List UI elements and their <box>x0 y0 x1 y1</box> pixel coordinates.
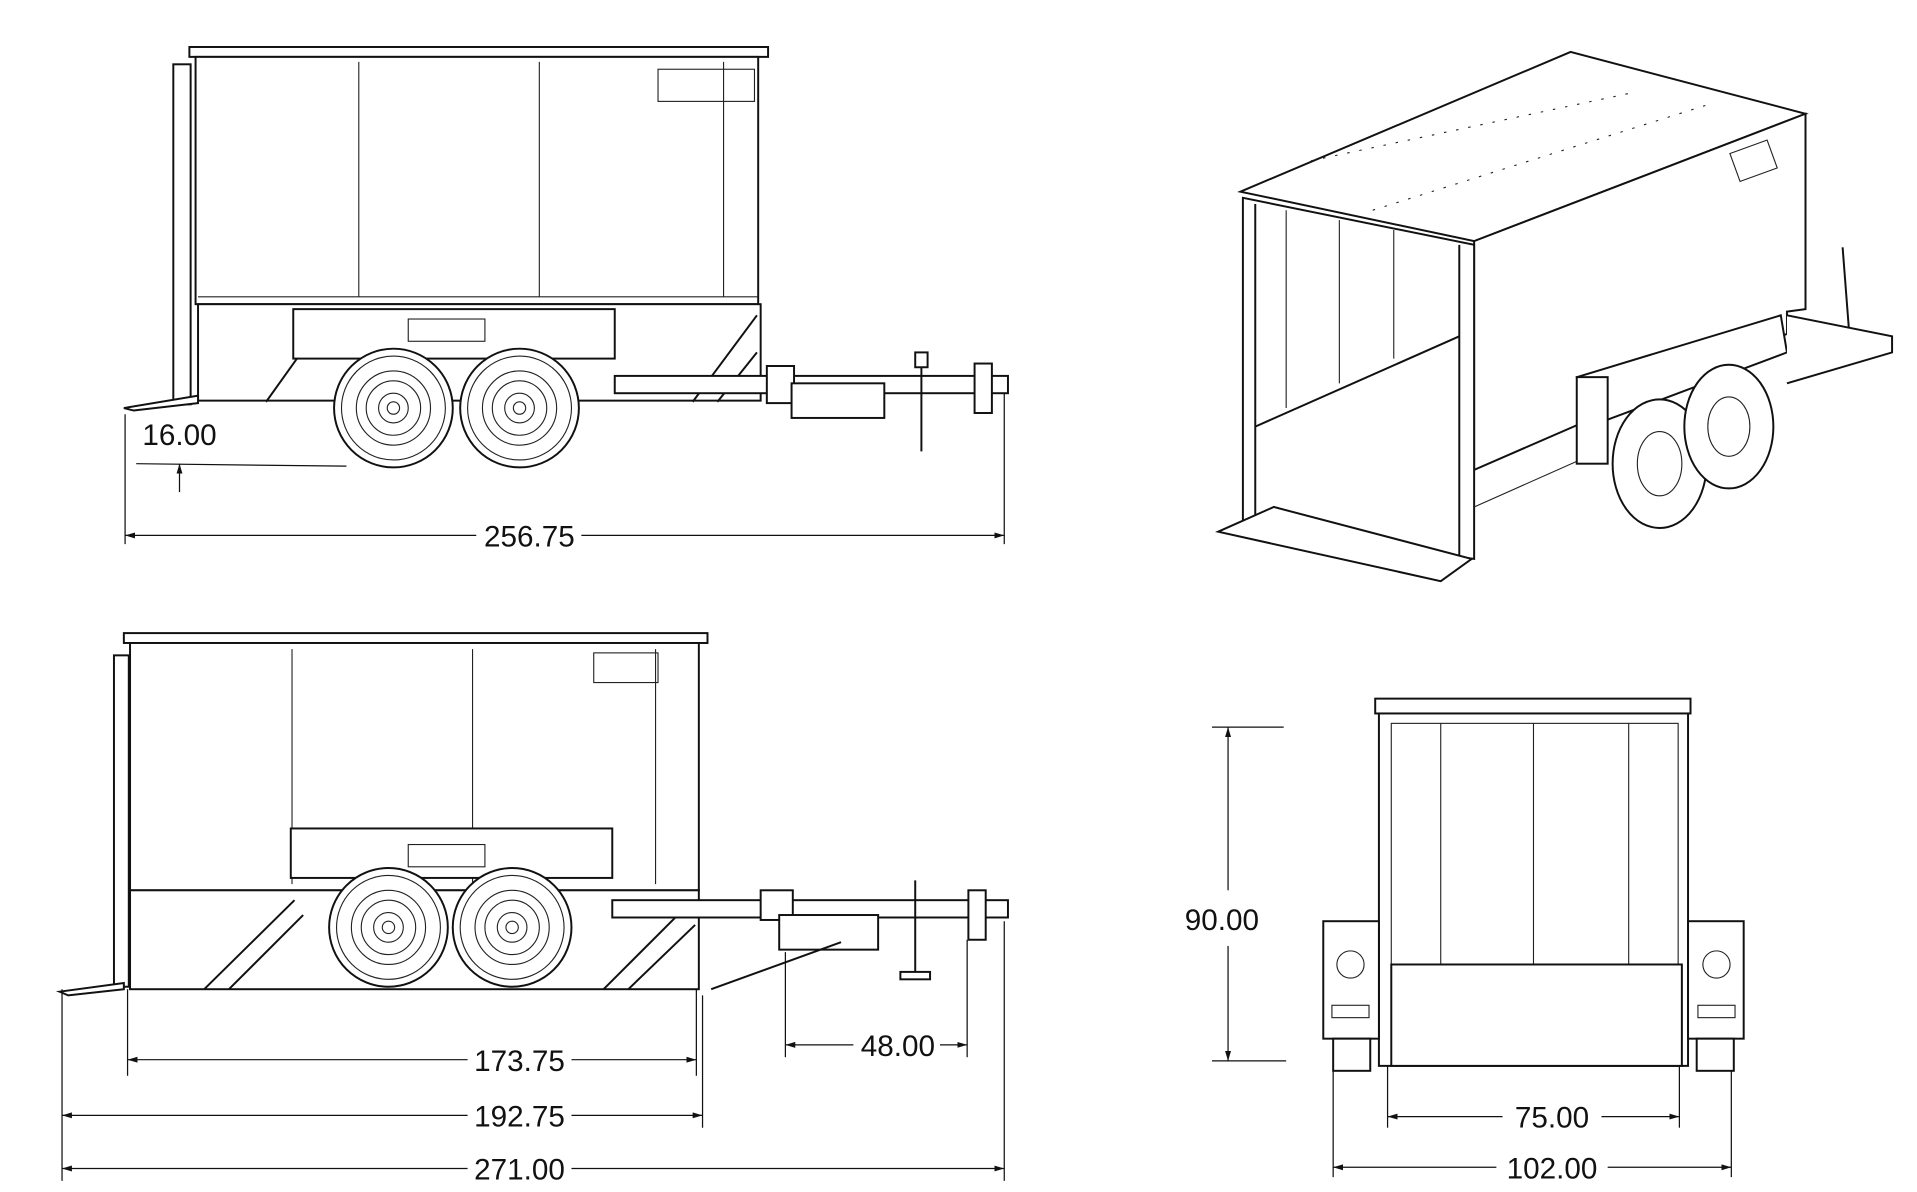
ramp-strut <box>710 941 842 991</box>
dim-overall-width: 102.00 <box>1507 1152 1598 1185</box>
dim-tongue-length: 48.00 <box>861 1030 935 1063</box>
isometric-view <box>1215 50 1894 583</box>
side-view-top: 256.75 16.00 <box>123 45 1009 554</box>
tire-left <box>1332 1037 1372 1072</box>
fender-left <box>1322 920 1380 1040</box>
dim-inner-width: 75.00 <box>1515 1102 1589 1135</box>
side-view-ramp-down: 173.75 192.75 271.00 48.00 <box>55 632 1009 1187</box>
ramp <box>123 394 200 412</box>
tire-right <box>1695 1037 1735 1072</box>
open-rear <box>1241 196 1476 561</box>
rear-ramp <box>1390 963 1683 1067</box>
rear-door-2 <box>112 654 130 988</box>
fender <box>292 308 616 360</box>
cargo-box <box>194 55 760 306</box>
dim-overall-length-2: 271.00 <box>474 1154 565 1187</box>
dim-height: 90.00 <box>1185 904 1259 937</box>
roof-rail <box>188 45 770 58</box>
hitch <box>973 362 993 414</box>
rear-door <box>172 63 192 406</box>
iso-tongue <box>1786 314 1894 385</box>
battery-box <box>790 382 886 419</box>
dim-overall-length: 256.75 <box>484 521 575 554</box>
iso-wheel-rear <box>1683 363 1775 490</box>
logo-plate <box>657 68 756 102</box>
wheel-front <box>333 347 454 469</box>
fender-right <box>1687 920 1745 1040</box>
wheel-rear <box>459 347 580 469</box>
dim-box-length: 173.75 <box>474 1045 565 1078</box>
dim-ground-clearance: 16.00 <box>142 419 216 452</box>
dim-box-length-with-ramp: 192.75 <box>474 1100 565 1133</box>
rear-view: 90.00 75.00 102.00 <box>1185 697 1745 1185</box>
iso-ramp <box>1215 505 1474 583</box>
